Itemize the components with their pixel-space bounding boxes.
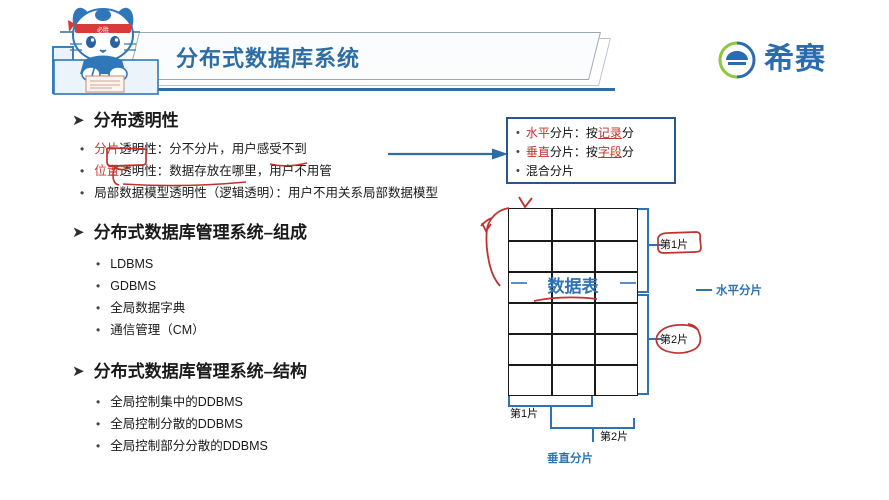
right-slice-label-2: 第2片 — [660, 334, 689, 346]
list-item: • 全局控制集中的DDBMS — [72, 391, 492, 413]
pointer-arrow-icon — [388, 147, 510, 161]
dot-bullet-icon: • — [516, 146, 520, 158]
brand-logo: 希赛 — [716, 36, 876, 84]
list-item-text: GDBMS — [110, 279, 157, 293]
title-underline-rule — [60, 88, 615, 91]
list-item-rest: 透明性：分不分片，用户感受不到 — [119, 142, 307, 156]
callout-fragment-underline: 字段 — [597, 145, 622, 159]
callout-fragment-red: 水平 — [525, 126, 550, 140]
callout-fragment: 分片：按 — [549, 145, 598, 159]
list-item: • 混合分片 — [516, 162, 666, 181]
callout-item-text: 水平分片：按记录分 — [526, 124, 634, 143]
circle-e-logo-icon — [716, 39, 758, 81]
list-item-text: 分片透明性：分不分片，用户感受不到 — [94, 138, 307, 160]
list-item-text: 局部数据模型透明性（逻辑透明）：用户不用关系局部数据模型 — [94, 186, 438, 200]
dot-bullet-icon: • — [96, 279, 101, 293]
list-item: • LDBMS — [72, 253, 492, 275]
arrow-bullet-icon: ➤ — [72, 363, 85, 380]
right-group-leader — [696, 288, 712, 292]
dot-bullet-icon: • — [516, 165, 520, 177]
data-table-diagram — [508, 208, 638, 396]
bottom-slice-label-1: 第1片 — [510, 408, 539, 420]
svg-text:必胜: 必胜 — [97, 26, 109, 34]
section-heading: 分布透明性 — [93, 111, 179, 130]
dot-bullet-icon: • — [80, 142, 85, 156]
list-item-text: 全局数据字典 — [110, 301, 186, 315]
list-item-text: 全局控制部分分散的DDBMS — [110, 439, 268, 453]
dot-bullet-icon: • — [80, 164, 85, 178]
dot-bullet-icon: • — [96, 395, 101, 409]
list-item: • 垂直分片：按字段分 — [516, 143, 666, 162]
section-bullet-list: • 全局控制集中的DDBMS • 全局控制分散的DDBMS • 全局控制部分分散的DD… — [72, 391, 492, 457]
highlight-fragment: 分片 — [94, 142, 120, 156]
callout-fragment-underline: 记录 — [597, 126, 622, 140]
content-column: ➤ 分布透明性 • 分片透明性：分不分片，用户感受不到 • 位置透明性：数据存放… — [72, 110, 492, 457]
list-item: • 水平分片：按记录分 — [516, 124, 666, 143]
section-heading-row: ➤ 分布透明性 — [72, 110, 492, 132]
callout-fragment: 分 — [621, 145, 634, 159]
table-grid-hline — [509, 302, 637, 304]
callout-fragment-red: 垂直 — [525, 145, 550, 159]
dot-bullet-icon: • — [96, 439, 101, 453]
arrow-bullet-icon: ➤ — [72, 112, 85, 129]
section-heading: 分布式数据库管理系统–结构 — [93, 362, 308, 381]
dot-bullet-icon: • — [516, 127, 520, 139]
fragmentation-callout-box: • 水平分片：按记录分 • 垂直分片：按字段分 • 混合分片 — [506, 117, 676, 184]
right-slice-label-1: 第1片 — [660, 239, 689, 251]
dot-bullet-icon: • — [96, 257, 101, 271]
list-item-text: 全局控制分散的DDBMS — [110, 417, 243, 431]
section-bullet-list: • LDBMS • GDBMS • 全局数据字典 • 通信管理（CM） — [72, 253, 492, 341]
list-item-text: 通信管理（CM） — [110, 323, 205, 337]
list-item-text: 位置透明性：数据存放在哪里，用户不用管 — [94, 160, 332, 182]
right-group-label: 水平分片 — [716, 285, 762, 297]
dot-bullet-icon: • — [96, 323, 101, 337]
dot-bullet-icon: • — [96, 417, 101, 431]
callout-fragment: 分片：按 — [549, 126, 598, 140]
list-item-text: LDBMS — [110, 257, 154, 271]
section-heading: 分布式数据库管理系统–组成 — [93, 223, 308, 242]
callout-item-text: 混合分片 — [525, 164, 574, 178]
section-distribution-transparency: ➤ 分布透明性 • 分片透明性：分不分片，用户感受不到 • 位置透明性：数据存放… — [72, 110, 492, 204]
highlight-fragment: 位置 — [94, 164, 120, 178]
list-item: • 局部数据模型透明性（逻辑透明）：用户不用关系局部数据模型 — [72, 182, 492, 204]
callout-item-text: 垂直分片：按字段分 — [526, 143, 634, 162]
dot-bullet-icon: • — [96, 301, 101, 315]
table-grid-hline — [509, 240, 637, 242]
section-ddbms-structure: ➤ 分布式数据库管理系统–结构 • 全局控制集中的DDBMS • 全局控制分散的DD… — [72, 361, 492, 457]
list-item: • 全局数据字典 — [72, 297, 492, 319]
callout-list: • 水平分片：按记录分 • 垂直分片：按字段分 • 混合分片 — [516, 124, 666, 181]
bottom-brace-slice2-leader — [591, 428, 595, 442]
table-grid-hline — [509, 271, 637, 273]
brand-name: 希赛 — [764, 43, 826, 76]
table-grid-hline — [509, 333, 637, 335]
section-heading-row: ➤ 分布式数据库管理系统–结构 — [72, 361, 492, 383]
right-brace-slice2 — [638, 294, 654, 396]
table-grid-hline — [509, 364, 637, 366]
data-table-label: 数据表 — [547, 277, 599, 296]
list-item-text: 全局控制集中的DDBMS — [110, 395, 243, 409]
list-item: • 全局控制分散的DDBMS — [72, 413, 492, 435]
dot-bullet-icon: • — [80, 186, 85, 200]
list-item-rest: 透明性：数据存放在哪里，用户不用管 — [119, 164, 332, 178]
bottom-group-label: 垂直分片 — [547, 453, 593, 465]
list-item: • 位置透明性：数据存放在哪里，用户不用管 — [72, 160, 492, 182]
page-title: 分布式数据库系统 — [176, 46, 361, 71]
list-item: • 通信管理（CM） — [72, 319, 492, 341]
section-ddbms-composition: ➤ 分布式数据库管理系统–组成 • LDBMS • GDBMS • 全局数据字典 • 通… — [72, 222, 492, 341]
arrow-bullet-icon: ➤ — [72, 224, 85, 241]
section-heading-row: ➤ 分布式数据库管理系统–组成 — [72, 222, 492, 244]
list-item: • 全局控制部分分散的DDBMS — [72, 435, 492, 457]
cat-mascot-writing-icon: 必胜 — [46, 0, 164, 106]
list-item: • GDBMS — [72, 275, 492, 297]
bottom-slice-label-2: 第2片 — [600, 431, 629, 443]
bottom-brace-slice1-leader — [549, 406, 553, 420]
section-bullet-list: • 分片透明性：分不分片，用户感受不到 • 位置透明性：数据存放在哪里，用户不用… — [72, 138, 492, 204]
callout-fragment: 分 — [621, 126, 634, 140]
right-brace-slice1 — [638, 208, 654, 294]
